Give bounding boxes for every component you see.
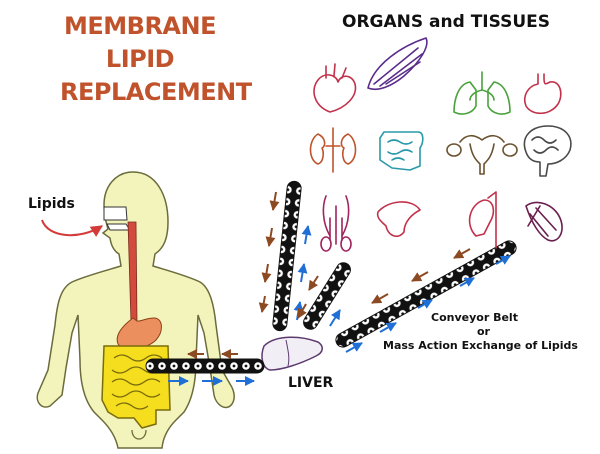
brown-arrow: [265, 227, 276, 247]
blue-arrow: [417, 299, 433, 309]
blue-arrow: [329, 309, 341, 327]
intestines-icon: [379, 131, 424, 171]
liver-lobe-line: [285, 339, 290, 367]
conveyor-label-line-2: or: [477, 325, 490, 338]
brown-arrow: [411, 271, 429, 282]
stomach-icon: [523, 73, 562, 115]
small-intestine: [111, 354, 163, 410]
blue-arrow: [495, 255, 511, 265]
lungs-icon: [453, 71, 511, 115]
liver-label: LIVER: [288, 375, 334, 391]
organ-icons: [309, 37, 572, 252]
belt-liver-right-organs: [335, 240, 517, 348]
lipid-flow-arrows: [168, 191, 511, 386]
lipids-label: Lipids: [28, 196, 75, 212]
conveyor-label-line-3: Mass Action Exchange of Lipids: [383, 339, 578, 352]
kidneys-icon: [309, 127, 357, 173]
male-reproductive-icon: [320, 195, 352, 252]
brown-arrow: [297, 303, 307, 319]
gallbladder-icon: [468, 191, 497, 249]
brain-icon: [523, 125, 572, 177]
blue-arrow: [301, 225, 312, 245]
brown-arrow: [258, 295, 269, 313]
pelvis-line: [131, 429, 147, 440]
human-body: [36, 171, 235, 449]
stomach: [116, 317, 162, 350]
spleen-icon: [525, 201, 563, 242]
liver: [261, 336, 323, 371]
title-line-1: MEMBRANE: [64, 12, 217, 40]
heart-icon: [313, 63, 357, 113]
mouth-cavity: [106, 223, 131, 231]
organs-title: ORGANS and TISSUES: [342, 12, 551, 32]
muscle-icon: [367, 37, 428, 91]
brown-arrow: [261, 263, 272, 283]
blue-arrow: [379, 322, 397, 333]
uterus-icon: [446, 134, 518, 175]
title-line-2: LIPID: [105, 45, 175, 73]
belt-intestine-liver: [145, 358, 265, 374]
brown-arrow: [308, 275, 319, 291]
conveyor-label-line-1: Conveyor Belt: [431, 311, 518, 324]
blue-arrow: [345, 342, 363, 353]
brown-arrow: [453, 248, 471, 259]
brown-arrow: [269, 191, 280, 211]
brown-arrow: [371, 293, 389, 304]
blue-arrow: [459, 277, 475, 287]
belt-liver-middle-organs: [303, 262, 351, 330]
blue-arrow: [297, 263, 308, 283]
lipids-intake-arrow: [41, 219, 104, 237]
belt-liver-upper-organs: [272, 180, 302, 332]
nasal-cavity: [103, 206, 128, 221]
pancreas-icon: [376, 201, 421, 238]
conveyor-belts: [145, 180, 517, 374]
